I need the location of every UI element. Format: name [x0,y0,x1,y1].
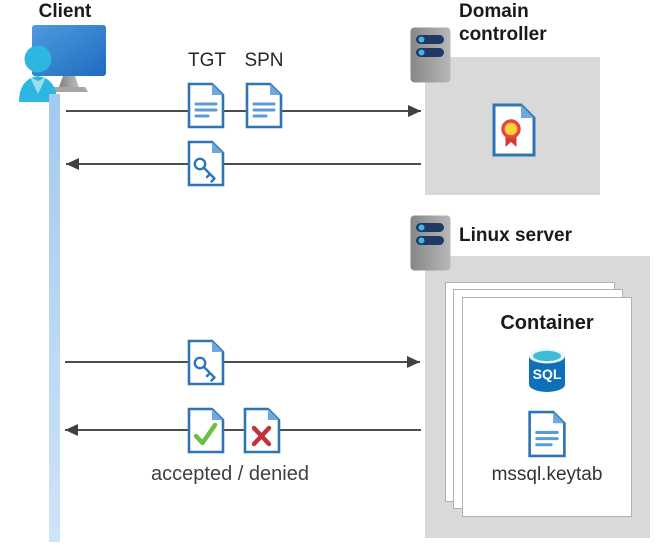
spn-label: SPN [244,50,284,71]
x-document-icon [243,407,281,454]
monitor-stand [59,76,79,87]
check-document-icon [187,407,225,454]
key-document-icon [187,339,225,386]
person-head [24,45,52,73]
monitor-base [50,87,88,92]
certificate-icon [492,103,536,157]
sql-label: SQL [533,366,562,382]
spn-document-icon [245,82,283,129]
user-at-monitor-icon [19,25,106,102]
key-document-icon [187,140,225,187]
linux-server-label: Linux server [459,225,572,246]
container-card: Container SQL mssql.keytab [462,297,632,517]
accepted-denied-label: accepted / denied [151,463,309,485]
container-title: Container [500,312,594,334]
client-label: Client [38,1,92,22]
keytab-label: mssql.keytab [491,464,603,485]
sql-database-icon: SQL [529,348,565,392]
server-icon [410,27,451,83]
keytab-document-icon [528,410,566,458]
client-lifeline [49,94,60,542]
domain-controller-label: Domain controller [459,1,547,45]
person-collar [30,77,46,94]
tgt-label: TGT [188,50,226,71]
server-icon [410,215,451,271]
tgt-document-icon [187,82,225,129]
